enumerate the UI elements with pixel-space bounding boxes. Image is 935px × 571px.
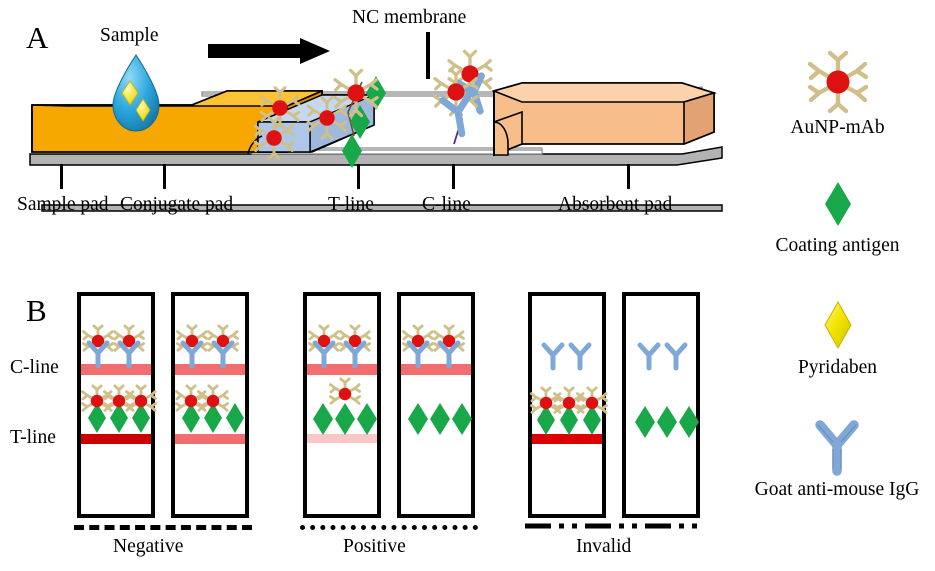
aunp-mab-icon	[807, 50, 868, 114]
legend-label-antigen: Coating antigen	[775, 235, 900, 256]
callout-tick-c-line	[452, 164, 455, 189]
legend-item-aunp-mab: AuNP-mAb	[745, 50, 930, 138]
group-label-negative: Negative	[113, 536, 184, 557]
strip-c-line	[175, 364, 245, 375]
strip-contents	[530, 342, 608, 435]
strip-c-line	[401, 364, 471, 375]
strip-contents	[635, 342, 699, 438]
c-line-complex	[433, 49, 493, 145]
strip-t-line	[175, 434, 245, 444]
strip-negative-1	[77, 292, 157, 518]
strip-negative-2	[171, 292, 249, 518]
strip-c-line	[81, 364, 151, 375]
yellow-diamond-icon	[823, 300, 852, 350]
panel-a-letter: A	[26, 20, 49, 55]
strip-c-line	[307, 364, 377, 375]
legend-label-pyridaben: Pyridaben	[797, 357, 878, 378]
conjugate-pad-particles	[253, 86, 348, 160]
lateral-flow-strip-diagram	[29, 49, 723, 212]
nc-membrane-pointer	[426, 32, 430, 79]
strip-positive-1	[303, 292, 381, 518]
panel-b-label-t-line: T-line	[10, 427, 56, 448]
flow-arrow-icon	[208, 38, 330, 64]
callout-label-absorbent-pad: Absorbent pad	[558, 194, 673, 215]
group-underline-positive	[300, 525, 478, 530]
sample-droplet-icon	[112, 54, 160, 132]
strip-invalid-1	[528, 292, 608, 518]
legend-label-igg: Goat anti-mouse IgG	[754, 479, 920, 500]
callout-label-c-line: C-line	[422, 194, 471, 215]
green-diamond-icon	[824, 182, 851, 226]
t-line-complex	[333, 68, 386, 168]
group-underline-invalid	[525, 523, 705, 529]
strip-contents	[175, 324, 244, 433]
callout-tick-sample-pad	[60, 164, 63, 189]
callout-label-sample-pad: Sample pad	[17, 194, 109, 215]
panel-b-label-c-line: C-line	[10, 357, 59, 378]
panel-b-letter: B	[26, 293, 47, 328]
callout-tick-absorbent-pad	[627, 164, 630, 189]
legend-label-aunp-mab: AuNP-mAb	[790, 117, 885, 138]
callout-tick-conjugate-pad	[163, 164, 166, 189]
group-label-invalid: Invalid	[576, 536, 632, 557]
strip-contents	[81, 324, 157, 433]
strip-contents	[402, 324, 472, 435]
strip-t-line	[81, 434, 151, 444]
group-underline-negative	[74, 525, 252, 530]
blue-antibody-icon	[815, 420, 859, 476]
strip-contents	[308, 324, 377, 435]
strip-invalid-2	[622, 292, 700, 518]
strip-positive-2	[397, 292, 475, 518]
sample-label: Sample	[100, 25, 159, 46]
legend-item-antigen: Coating antigen	[745, 180, 930, 256]
strip-t-line	[532, 434, 602, 444]
legend-item-pyridaben: Pyridaben	[745, 300, 930, 378]
callout-label-conjugate-pad: Conjugate pad	[120, 194, 234, 215]
callout-label-t-line: T-line	[328, 194, 374, 215]
legend-item-igg: Goat anti-mouse IgG	[737, 418, 935, 500]
nc-membrane-label: NC membrane	[352, 7, 467, 28]
absorbent-pad-shape	[491, 82, 717, 157]
strip-t-line	[307, 434, 377, 443]
group-label-positive: Positive	[343, 536, 406, 557]
callout-tick-t-line	[357, 164, 360, 189]
